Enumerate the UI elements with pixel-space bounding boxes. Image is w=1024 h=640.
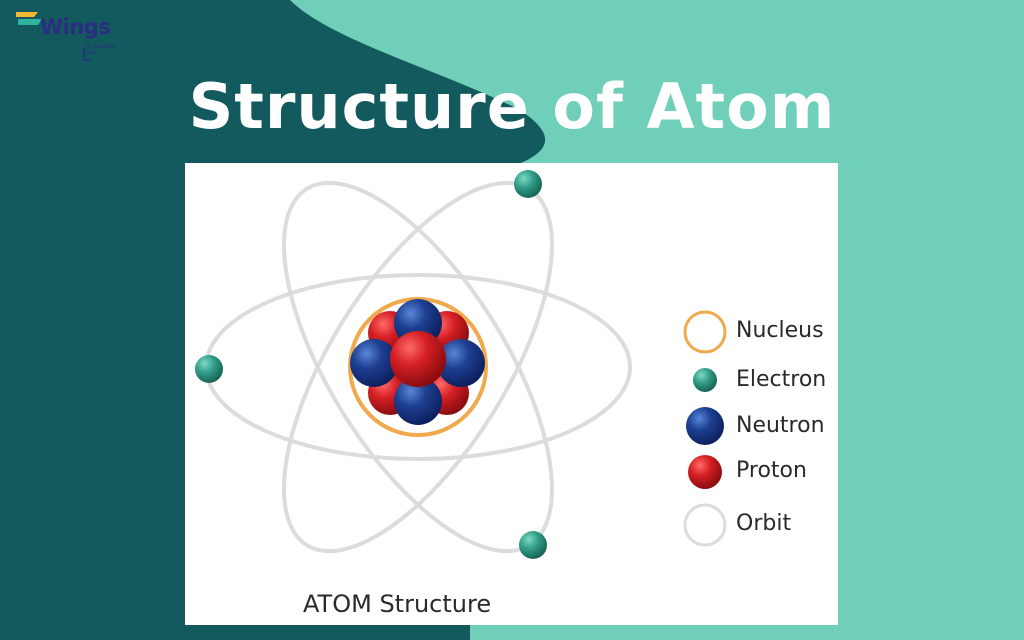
neutron — [350, 339, 398, 387]
electrons — [195, 170, 547, 559]
page-title: Structure of Atom — [188, 70, 836, 143]
wings-flag-icon — [16, 12, 90, 61]
orbit-ring-icon — [683, 503, 727, 547]
electron — [195, 355, 223, 383]
proton — [390, 331, 446, 387]
electron — [519, 531, 547, 559]
electron-icon — [693, 368, 717, 392]
logo-tagline: by leverage edu — [86, 44, 116, 56]
nucleus-particles — [350, 299, 485, 425]
legend-label-orbit: Orbit — [736, 511, 792, 536]
brand-logo[interactable] — [14, 8, 124, 66]
neutron — [394, 377, 442, 425]
nucleus-ring-icon — [683, 310, 727, 354]
legend-label-proton: Proton — [736, 458, 807, 483]
legend-icons — [683, 310, 727, 547]
proton-icon — [688, 455, 722, 489]
legend-label-neutron: Neutron — [736, 413, 825, 438]
electron — [514, 170, 542, 198]
logo-wordmark: Wings — [40, 15, 111, 39]
neutron-icon — [686, 407, 724, 445]
atom-diagram — [195, 170, 727, 559]
diagram-caption: ATOM Structure — [303, 590, 492, 618]
neutron — [437, 339, 485, 387]
legend-label-electron: Electron — [736, 367, 827, 392]
atom-diagram-panel: Nucleus Electron Neutron Proton Orbit AT… — [185, 163, 838, 625]
legend-label-nucleus: Nucleus — [736, 318, 824, 343]
